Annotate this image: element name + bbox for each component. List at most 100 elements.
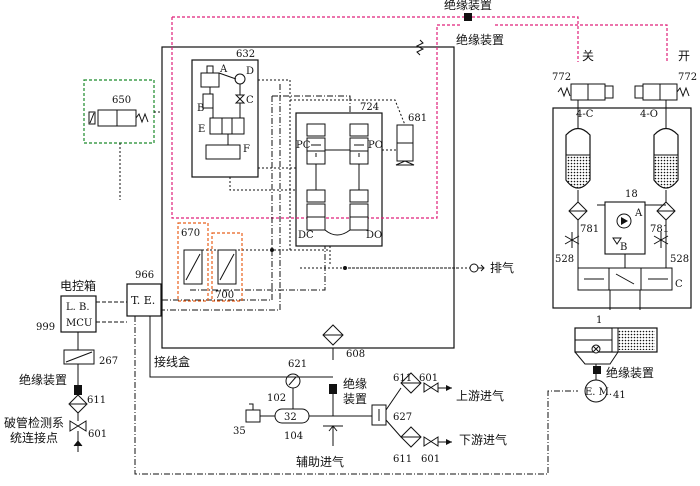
insulation-block-mid (329, 384, 337, 394)
label-601-left: 601 (88, 429, 107, 440)
valve-632-a (200, 72, 220, 88)
insulation-block-left (74, 385, 82, 395)
label-772-right: 772 (678, 72, 697, 83)
letter-PC: PC (296, 140, 311, 151)
letter-PO: PO (368, 140, 383, 151)
insulation-label-mid-1: 绝缘 (343, 376, 367, 391)
solenoid-772-left-spring-icon (557, 86, 571, 98)
valve-601-left-icon (69, 420, 87, 432)
intake-arrow-upper-icon (446, 385, 452, 391)
label-267: 267 (99, 356, 118, 367)
label-35: 35 (233, 426, 246, 437)
valve-dc (306, 189, 326, 231)
label-700: 700 (215, 290, 234, 301)
magenta-signal-line (171, 16, 668, 219)
arrow-up-left-icon (73, 440, 83, 447)
solenoid-650-coil-icon (88, 111, 96, 125)
label-632: 632 (236, 49, 255, 60)
exhaust-label: 排气 (490, 260, 514, 275)
letter-rB: B (620, 242, 627, 253)
te-box (126, 283, 162, 317)
manual-valve-arrows (584, 273, 668, 285)
lines-632 (209, 72, 241, 145)
insulation-label-right: 绝缘装置 (606, 365, 654, 380)
valve-700-box (211, 232, 243, 302)
label-650: 650 (112, 95, 131, 106)
break-detect-label-1: 破管检测系 (4, 415, 64, 430)
label-528-left: 528 (555, 254, 574, 265)
aux-intake-arrow-icon (323, 425, 343, 446)
accumulator-right-fill (653, 154, 679, 189)
label-104: 104 (284, 431, 303, 442)
gauge-632-d-icon (234, 73, 246, 85)
label-4c: 4-C (576, 109, 594, 120)
em-label: E. M. (585, 387, 612, 398)
letter-rC: C (675, 279, 683, 290)
filter-611-upper-icon (400, 372, 422, 394)
close-label: 关 (582, 49, 594, 63)
bottom-signal-line (134, 316, 578, 475)
valve-manifold-box (161, 46, 455, 349)
throttle-781-left-icon (564, 232, 580, 248)
lines-mcu-te (96, 301, 127, 323)
label-41: 41 (613, 390, 626, 401)
actuator-frame (552, 107, 692, 309)
lines-724 (315, 149, 360, 236)
check-valve-c-icon (234, 94, 246, 104)
valve-601-lower-icon (423, 436, 439, 447)
cylinder-1-piston (611, 327, 619, 353)
valve-601-upper-icon (423, 382, 439, 393)
junction-box-leader (149, 316, 260, 378)
cylinder-1-base (574, 351, 619, 365)
line-650-to-manifold (119, 111, 162, 200)
intake-arrow-lower-icon (446, 439, 452, 445)
label-4o: 4-O (640, 109, 658, 120)
filter-611-left-icon (68, 394, 88, 414)
insulation-label-left: 绝缘装置 (19, 372, 67, 387)
junction-dot (343, 266, 347, 270)
lines-right-circuit (577, 204, 667, 310)
junction-dot (270, 248, 274, 252)
label-32: 32 (284, 412, 297, 423)
label-611-left: 611 (87, 395, 106, 406)
letter-B: B (197, 103, 204, 114)
internal-dotted-lines (190, 79, 460, 269)
label-781-left: 781 (580, 224, 599, 235)
dashdot-signal-lines (162, 84, 351, 311)
filter-611-lower-icon (400, 426, 422, 448)
accumulator-left-fill (565, 154, 591, 189)
exhaust-muffler-icon (469, 263, 479, 273)
open-label: 开 (678, 49, 690, 63)
upstream-intake-label: 上游进气 (456, 388, 504, 403)
label-781-right: 781 (650, 224, 669, 235)
label-724: 724 (360, 102, 379, 113)
exhaust-arrow-icon (478, 264, 485, 272)
label-608: 608 (346, 349, 365, 360)
em-motor-icon (584, 379, 608, 403)
label-681: 681 (408, 113, 427, 124)
label-621: 621 (288, 359, 307, 370)
label-611-upper: 611 (393, 373, 412, 384)
label-528-right: 528 (670, 254, 689, 265)
module-724-box (295, 112, 383, 247)
lb-label: L. B. (66, 302, 90, 313)
label-18: 18 (625, 189, 638, 200)
label-772-left: 772 (552, 72, 571, 83)
junction-box-label: 接线盒 (154, 354, 190, 369)
label-1: 1 (596, 315, 602, 326)
solenoid-772-left-coil-icon (604, 85, 614, 99)
valve-670-box (177, 222, 209, 302)
spring-icon (415, 39, 425, 56)
label-611-lower: 611 (393, 454, 412, 465)
solenoid-772-right-coil-icon (634, 85, 644, 99)
aux-intake-label: 辅助进气 (296, 454, 344, 469)
lines-accumulators (577, 100, 667, 202)
mcu-label: MCU (66, 318, 92, 329)
insulation-label-top2: 绝缘装置 (456, 32, 504, 47)
label-601-lower: 601 (421, 454, 440, 465)
solenoid-772-right-spring-icon (676, 86, 690, 98)
label-627: 627 (393, 412, 412, 423)
cylinder-1-pivot-x (592, 345, 600, 353)
